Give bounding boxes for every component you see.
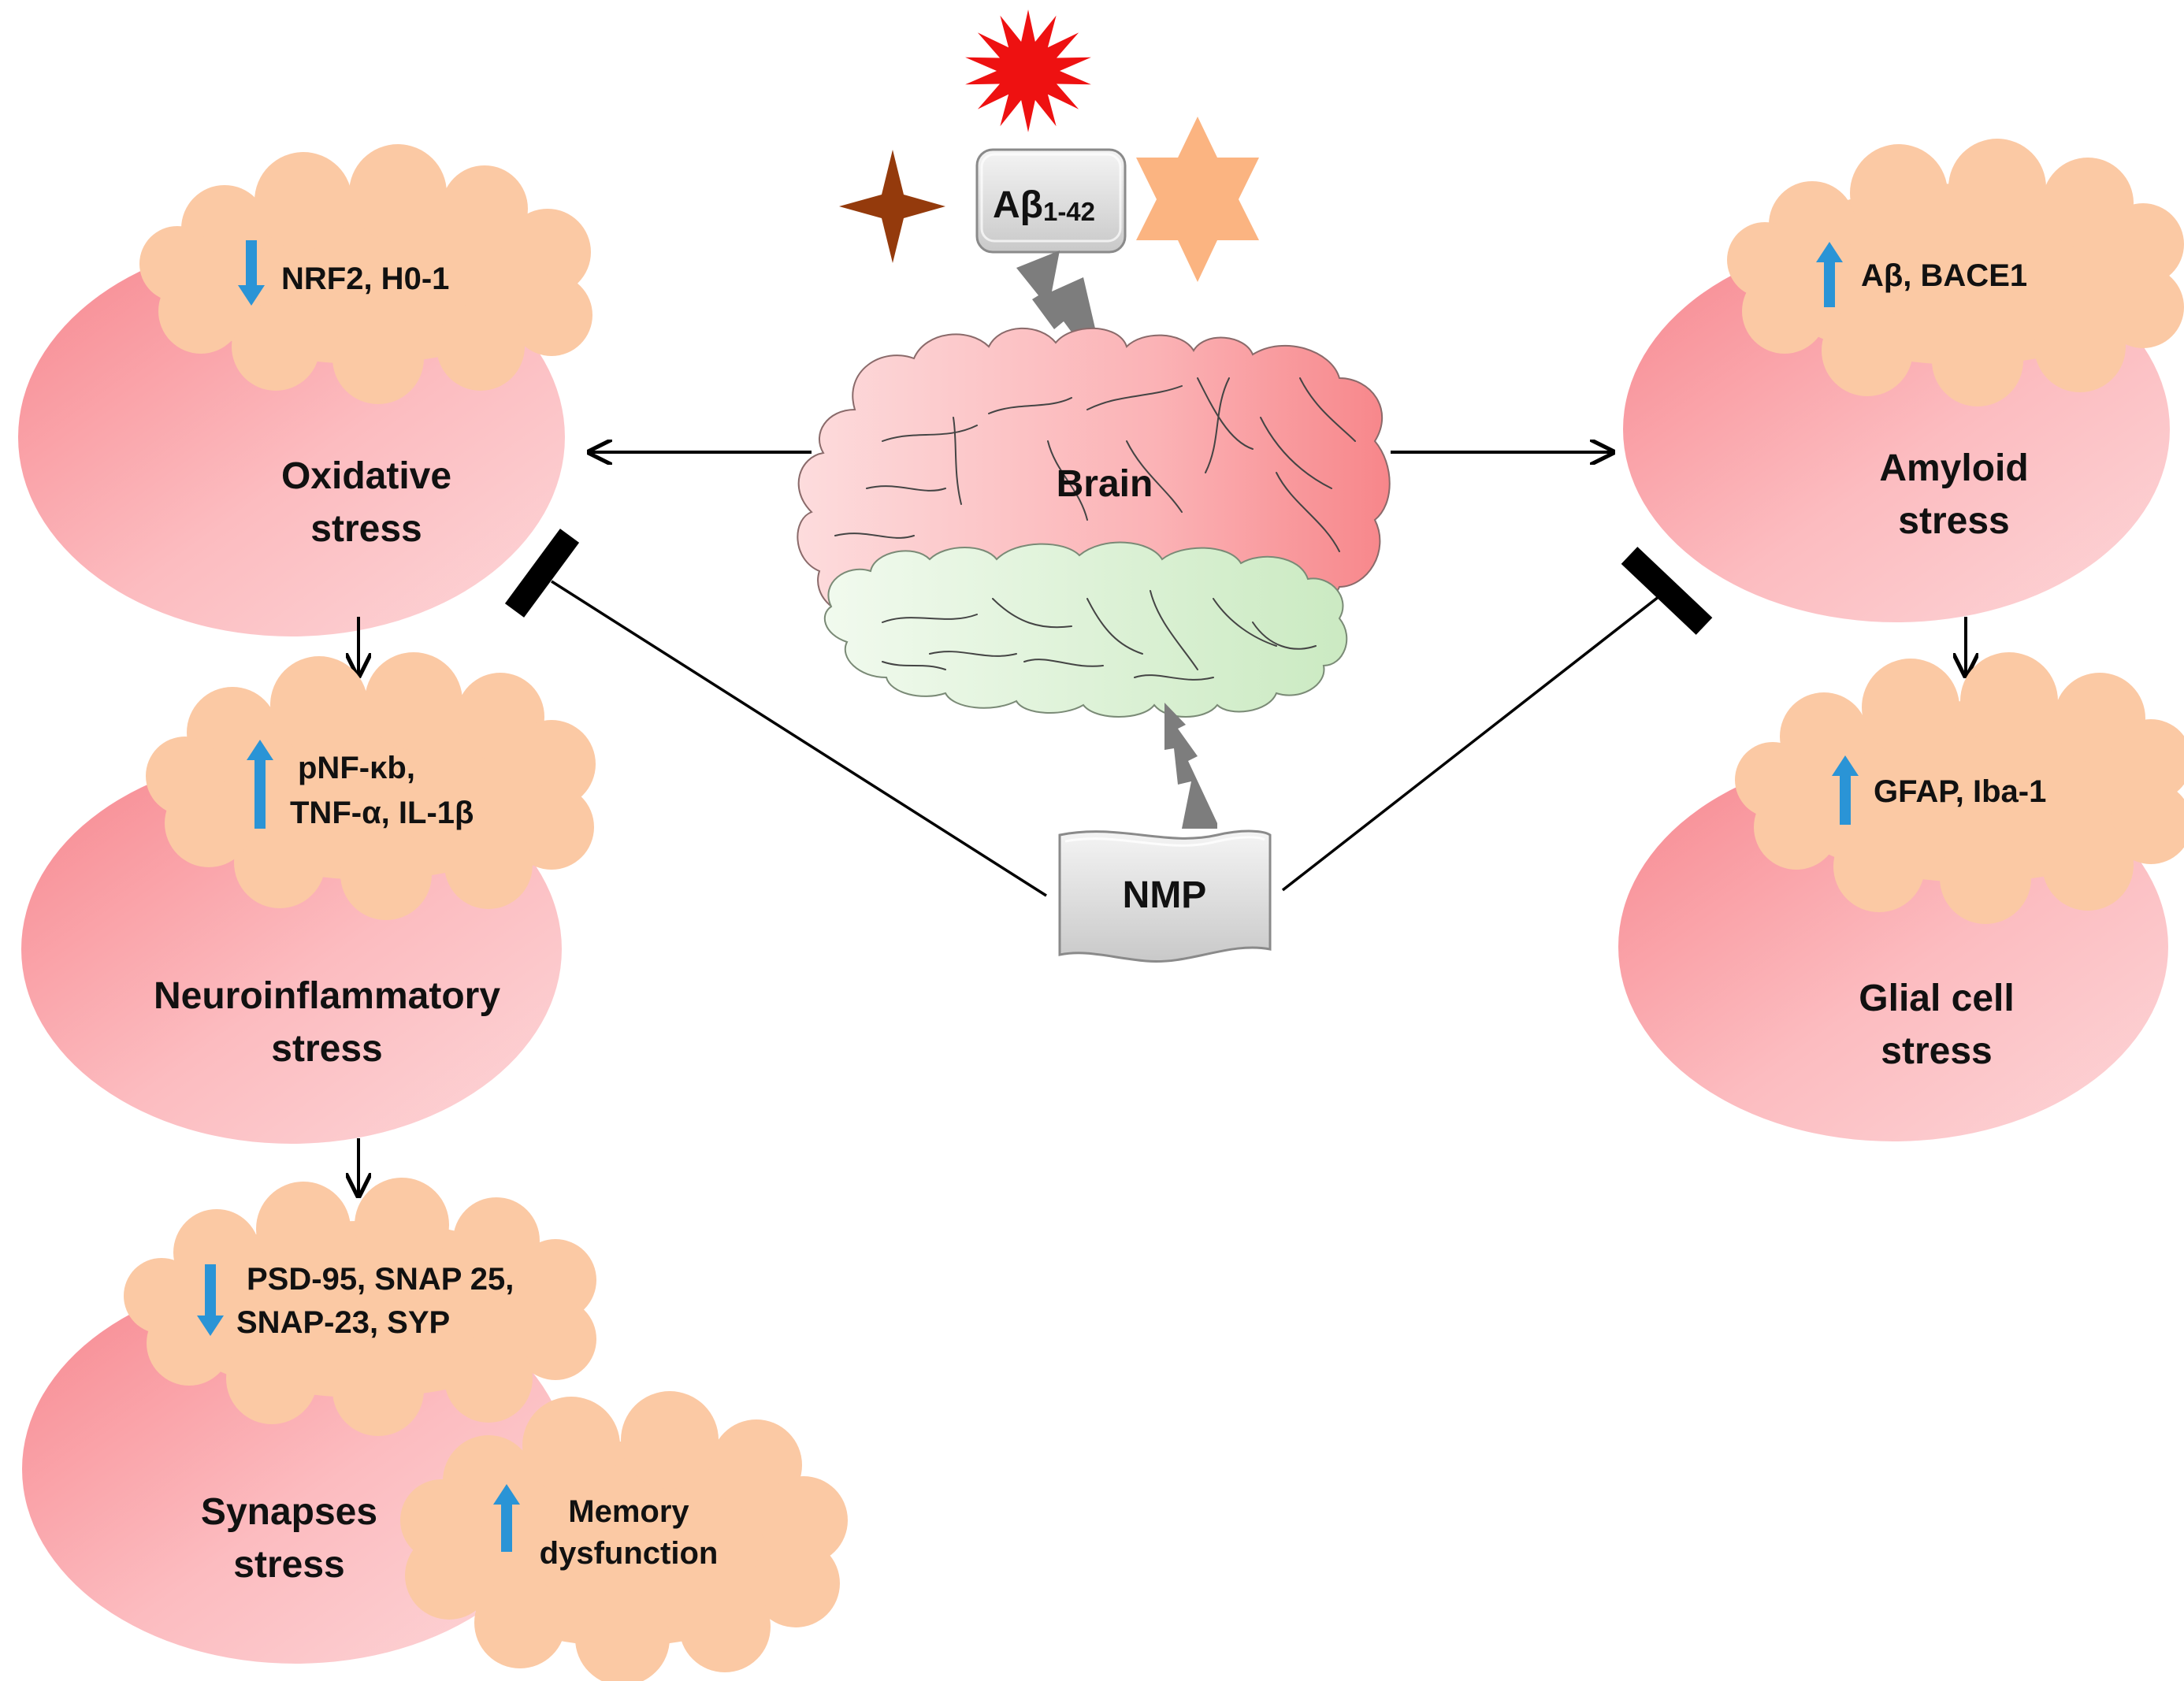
- brain-illustration: Brain: [797, 327, 1391, 718]
- synapses-marker-line1: PSD-95, SNAP 25,: [247, 1262, 514, 1297]
- up-arrow-icon: [493, 1484, 520, 1552]
- inhibition-nmp-to-amyloid: [1281, 547, 1713, 892]
- down-arrow-icon: [238, 240, 265, 306]
- neuroinflammatory-title-line1: Neuroinflammatory: [154, 975, 500, 1017]
- abeta-subscript: 1-42: [1043, 197, 1095, 226]
- synapses-marker-line2: SNAP-23, SYP: [236, 1305, 450, 1340]
- red-burst-icon: [965, 9, 1091, 132]
- down-arrow-icon: [197, 1264, 224, 1336]
- brain-cerebellum: [823, 541, 1348, 718]
- memory-marker-line1: Memory: [568, 1494, 689, 1529]
- lightning-bolt-icon: [1164, 703, 1217, 829]
- glial-marker-cloud: [1735, 652, 2184, 924]
- brain-cerebellum-folds: [882, 590, 1317, 681]
- brain-cortex: [797, 327, 1391, 617]
- glial-cell-stress-node: GFAP, Iba-1 Glial cell stress: [1618, 652, 2184, 1141]
- six-point-star-icon: [1136, 117, 1259, 282]
- memory-dysfunction-node: Memory dysfunction: [400, 1391, 848, 1681]
- brain-label: Brain: [1057, 463, 1153, 505]
- oxidative-marker-cloud: [139, 144, 592, 404]
- oxidative-marker-text: NRF2, H0-1: [281, 262, 449, 296]
- nmp-box: NMP: [1058, 829, 1272, 963]
- oxidative-title-line1: Oxidative: [281, 455, 451, 497]
- neuroinflammatory-stress-node: pNF-κb, TNF-α, IL-1β Neuroinflammatory s…: [21, 652, 596, 1144]
- oxidative-stress-node: NRF2, H0-1 Oxidative stress: [18, 144, 592, 636]
- amyloid-stress-node: Aβ, BACE1 Amyloid stress: [1623, 139, 2184, 622]
- synapses-title-line1: Synapses: [201, 1491, 377, 1533]
- amyloid-title-line2: stress: [1898, 500, 2009, 542]
- four-point-star-icon: [839, 150, 945, 263]
- up-arrow-icon: [1816, 242, 1843, 307]
- synapses-marker-cloud: [124, 1178, 596, 1436]
- neuroinflammatory-marker-line1: pNF-κb,: [298, 751, 415, 785]
- abeta-box: Aβ1-42: [975, 148, 1127, 254]
- up-arrow-icon: [247, 740, 273, 829]
- amyloid-marker-cloud: [1727, 139, 2184, 406]
- inhibition-nmp-to-oxidative: [504, 529, 1047, 897]
- neuroinflammatory-marker-line2: TNF-α, IL-1β: [290, 796, 474, 830]
- glial-title-line2: stress: [1881, 1030, 1992, 1072]
- oxidative-title-line2: stress: [310, 508, 422, 550]
- up-arrow-icon: [1832, 755, 1859, 825]
- neuroinflammatory-title-line2: stress: [271, 1028, 382, 1070]
- glial-marker-text: GFAP, Iba-1: [1874, 774, 2046, 809]
- amyloid-marker-text: Aβ, BACE1: [1861, 258, 2027, 293]
- brain-cortex-folds: [834, 377, 1356, 552]
- memory-marker-line2: dysfunction: [540, 1536, 719, 1571]
- memory-marker-cloud: [400, 1391, 848, 1681]
- nmp-label: NMP: [1123, 874, 1207, 916]
- glial-title-line1: Glial cell: [1859, 978, 2014, 1019]
- amyloid-title-line1: Amyloid: [1879, 447, 2028, 489]
- synapses-title-line2: stress: [233, 1544, 344, 1586]
- abeta-label: Aβ1-42: [993, 184, 1095, 226]
- neuroinflammatory-marker-cloud: [146, 652, 596, 920]
